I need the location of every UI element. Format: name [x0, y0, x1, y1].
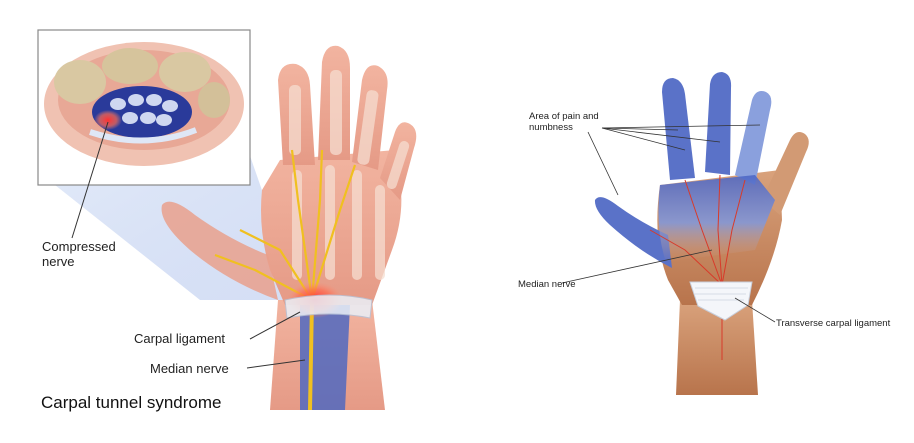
index-finger-right [662, 78, 695, 180]
hand-bones [289, 70, 410, 280]
median-nerve-leader-right [561, 249, 713, 284]
right-hand-illustration [561, 72, 809, 395]
compressed-nerve-leader [71, 121, 109, 239]
ring-finger-right [735, 91, 772, 185]
right-diagram-panel: Area of pain and numbness Median nerve T… [490, 0, 914, 443]
median-nerve-leader [246, 359, 306, 369]
median-nerve-label: Median nerve [150, 361, 229, 376]
pain-area-leaders [587, 124, 761, 196]
little-finger-right [762, 132, 809, 215]
tendon-sheath [300, 305, 350, 410]
thumb-right [594, 197, 672, 268]
compressed-nerve-label: Compressed nerve [42, 239, 116, 269]
area-of-pain-line1: Area of pain and [529, 111, 599, 122]
compressed-nerve-label-line2: nerve [42, 254, 75, 269]
middle-finger-right [705, 72, 732, 175]
cross-section [44, 42, 244, 166]
carpal-ligament-label: Carpal ligament [134, 331, 226, 346]
area-of-pain-line2: numbness [529, 122, 573, 133]
nerve-branches [214, 149, 357, 301]
carpal-ligament-leader [249, 311, 301, 340]
thumb [161, 201, 278, 300]
median-nerve-label-right: Median nerve [518, 279, 576, 290]
left-diagram-panel: Compressed nerve Carpal ligament Median … [37, 29, 417, 412]
numb-area [658, 175, 775, 262]
carpal-ligament-band [284, 294, 373, 319]
forearm-right [676, 300, 758, 395]
transverse-leader [734, 297, 776, 323]
area-of-pain-label: Area of pain and numbness [529, 111, 599, 133]
left-hand-illustration [37, 29, 417, 411]
transverse-ligament-label: Transverse carpal ligament [776, 318, 891, 329]
transverse-ligament-shape [689, 281, 753, 321]
median-nerve-line [308, 299, 314, 411]
diagram-title: Carpal tunnel syndrome [41, 393, 222, 412]
compressed-nerve-label-line1: Compressed [42, 239, 116, 254]
